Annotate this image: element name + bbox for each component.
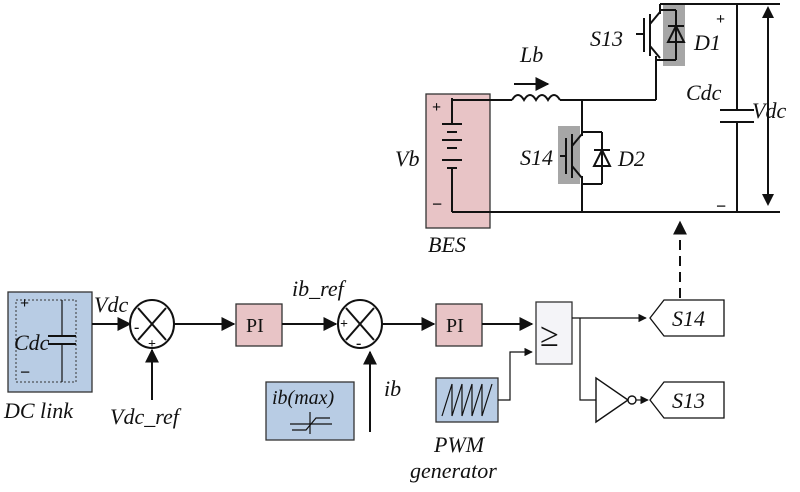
ib-label: ib bbox=[384, 376, 401, 401]
bes-label: BES bbox=[428, 232, 466, 257]
s13-label: S13 bbox=[590, 26, 623, 51]
dc-minus-right: − bbox=[716, 196, 726, 216]
pwm-label-2: generator bbox=[410, 458, 497, 483]
cdc-left-minus: − bbox=[20, 362, 30, 382]
s14-output-tag bbox=[649, 299, 725, 337]
control-loop: + − Cdc DC link Vdc - + Vdc_ref PI ib_re… bbox=[3, 276, 725, 483]
cdc-left-label: Cdc bbox=[14, 330, 50, 355]
svg-text:-: - bbox=[356, 335, 361, 352]
ib-max-label: ib(max) bbox=[272, 387, 335, 409]
sawtooth-icon bbox=[441, 383, 493, 417]
d2-label: D2 bbox=[617, 146, 645, 171]
lb-label: Lb bbox=[519, 42, 543, 67]
dc-plus-right: + bbox=[716, 11, 725, 28]
cdc-left-plus: + bbox=[20, 295, 29, 312]
svg-text:+: + bbox=[340, 317, 348, 332]
pi1-label: PI bbox=[246, 315, 264, 337]
s14-switch bbox=[560, 126, 612, 212]
power-circuit: + − Vb Lb bbox=[395, 3, 786, 298]
battery-icon bbox=[442, 100, 462, 212]
bes-minus: − bbox=[432, 194, 442, 214]
bes-plus: + bbox=[432, 99, 441, 116]
s14-label: S14 bbox=[520, 145, 553, 170]
ib-ref-label: ib_ref bbox=[292, 276, 347, 301]
comparator-symbol: ≥ bbox=[540, 317, 559, 354]
s13-highlight bbox=[663, 4, 685, 66]
vdc-right-label: Vdc bbox=[752, 98, 786, 123]
comparator-block bbox=[535, 301, 573, 365]
summing-junction-2: + - bbox=[337, 299, 383, 352]
s13-output-tag bbox=[649, 381, 725, 419]
vdc-in-label: Vdc bbox=[94, 292, 128, 317]
vb-label: Vb bbox=[395, 146, 419, 171]
dc-link-box bbox=[7, 291, 93, 393]
s13-out-label: S13 bbox=[672, 388, 705, 413]
svg-text:+: + bbox=[148, 337, 156, 352]
s13-switch bbox=[636, 4, 686, 66]
d1-label: D1 bbox=[693, 30, 721, 55]
s14-out-label: S14 bbox=[672, 306, 705, 331]
summing-junction-1: - + bbox=[129, 299, 175, 352]
vdc-ref-label: Vdc_ref bbox=[110, 404, 182, 429]
pi2-label: PI bbox=[446, 315, 464, 337]
cdc-right-label: Cdc bbox=[686, 80, 722, 105]
not-gate bbox=[595, 376, 649, 424]
pwm-label-1: PWM bbox=[433, 432, 486, 457]
svg-text:-: - bbox=[134, 319, 139, 336]
inductor-icon bbox=[511, 94, 561, 102]
dc-link-label: DC link bbox=[3, 398, 74, 423]
